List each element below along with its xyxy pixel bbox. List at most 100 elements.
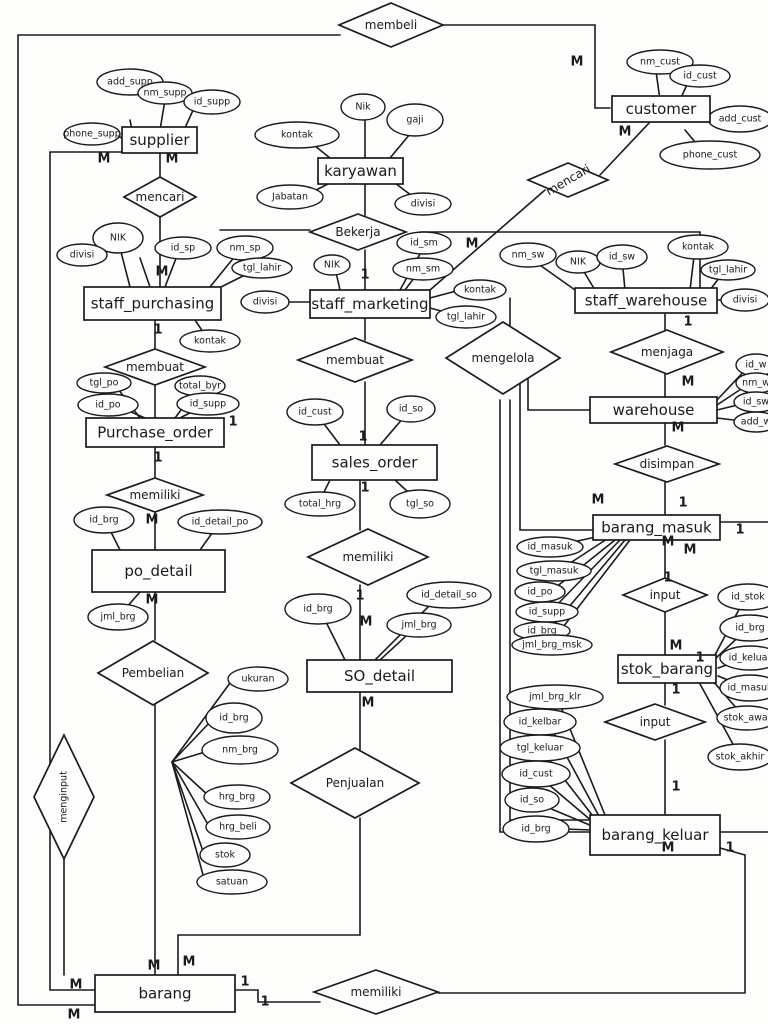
attribute-label: jml_brg: [99, 612, 135, 623]
attribute-label: add_w: [741, 417, 768, 428]
attribute-label: hrg_beli: [219, 822, 257, 833]
cardinality-label: 1: [671, 683, 680, 698]
relationship-label: mencari: [136, 190, 185, 204]
relationship-menjaga[interactable]: menjaga: [608, 329, 726, 375]
entity-sales-order[interactable]: sales_order: [311, 444, 438, 481]
relationship-membuat-po[interactable]: membuat: [102, 348, 208, 386]
entity-barang-masuk[interactable]: barang_masuk: [592, 514, 721, 541]
attribute-stok-barang: id_brg: [719, 614, 768, 642]
connector-line: [49, 151, 96, 991]
attribute-barang: ukuran: [227, 666, 289, 692]
attribute-barang-masuk: id_supp: [515, 601, 579, 623]
entity-warehouse[interactable]: warehouse: [589, 396, 718, 424]
cardinality-label: M: [670, 639, 683, 654]
relationship-input-masuk[interactable]: input: [620, 577, 710, 613]
attribute-po-detail: jml_brg: [87, 603, 149, 631]
cardinality-label: 1: [260, 995, 269, 1010]
relationship-mengelola[interactable]: mengelola: [444, 320, 562, 396]
entity-stok-barang[interactable]: stok_barang: [617, 654, 717, 684]
cardinality-label: 1: [663, 571, 672, 586]
entity-barang[interactable]: barang: [94, 974, 236, 1013]
entity-label: warehouse: [613, 401, 695, 419]
attribute-label: tgl_lahir: [243, 263, 281, 274]
attribute-barang-keluar: jml_brg_klr: [506, 684, 604, 710]
attribute-label: id_sm: [410, 238, 438, 249]
attribute-label: nm_sp: [229, 243, 260, 254]
relationship-memiliki-po[interactable]: memiliki: [104, 477, 206, 513]
attribute-so-detail: id_brg: [284, 593, 352, 625]
attribute-label: nm_sm: [406, 264, 440, 275]
attribute-label: phone_supp: [63, 129, 121, 140]
entity-staff-warehouse[interactable]: staff_warehouse: [574, 287, 718, 314]
entity-barang-keluar[interactable]: barang_keluar: [589, 814, 721, 856]
attribute-label: nm_cust: [640, 57, 680, 68]
attribute-label: add_cust: [719, 114, 762, 125]
relationship-label: menjaga: [641, 345, 693, 359]
attribute-karyawan: gaji: [386, 103, 444, 137]
cardinality-label: M: [672, 421, 685, 436]
connector-line: [171, 761, 206, 858]
relationship-bekerja[interactable]: Bekerja: [307, 213, 409, 251]
entity-label: staff_warehouse: [585, 292, 707, 311]
entity-label: karyawan: [324, 162, 397, 180]
attribute-customer: nm_cust: [626, 49, 694, 75]
attribute-karyawan: kontak: [254, 121, 340, 149]
cardinality-label: M: [662, 841, 675, 856]
attribute-label: id_brg: [521, 824, 550, 835]
attribute-sales-order: id_cust: [286, 398, 344, 426]
attribute-staff-warehouse: divisi: [720, 288, 768, 312]
entity-po-detail[interactable]: po_detail: [91, 549, 226, 593]
attribute-barang-masuk: tgl_masuk: [516, 560, 592, 582]
attribute-label: id_stok: [731, 592, 765, 603]
relationship-memiliki-so[interactable]: memiliki: [305, 528, 431, 586]
entity-purchase-order[interactable]: Purchase_order: [85, 417, 225, 448]
cardinality-label: 1: [153, 451, 162, 466]
entity-staff-purchasing[interactable]: staff_purchasing: [83, 286, 222, 321]
attribute-warehouse: id_sw: [733, 391, 768, 413]
attribute-label: tgl_so: [406, 499, 434, 510]
relationship-label: input: [650, 588, 681, 602]
attribute-staff-warehouse: kontak: [667, 234, 729, 260]
attribute-staff-marketing: nm_sm: [392, 257, 454, 281]
entity-supplier[interactable]: supplier: [121, 126, 198, 154]
attribute-label: id_po: [527, 587, 552, 598]
relationship-membeli[interactable]: membeli: [336, 2, 446, 48]
attribute-karyawan: divisi: [394, 192, 452, 216]
entity-karyawan[interactable]: karyawan: [317, 157, 404, 185]
entity-so-detail[interactable]: SO_detail: [306, 659, 453, 693]
cardinality-label: M: [146, 513, 159, 528]
relationship-disimpan[interactable]: disimpan: [612, 445, 722, 483]
relationship-pembelian[interactable]: Pembelian: [96, 640, 210, 706]
entity-staff-marketing[interactable]: staff_marketing: [309, 289, 431, 319]
attribute-barang-masuk: jml_brg_msk: [511, 634, 593, 656]
relationship-mencari-cust[interactable]: mencari: [525, 162, 611, 199]
entity-boxes: supplier karyawan customer staff_purchasing…: [83, 95, 721, 1013]
attribute-barang: hrg_brg: [203, 784, 271, 810]
connector-line: [177, 817, 361, 976]
entity-label: barang_masuk: [601, 519, 712, 538]
attribute-barang: id_brg: [205, 702, 263, 734]
attribute-label: jml_brg_klr: [528, 692, 581, 703]
relationship-membuat-so[interactable]: membuat: [295, 337, 415, 383]
attribute-label: id_supp: [194, 97, 230, 108]
relationship-mencari-sup[interactable]: mencari: [122, 176, 198, 218]
connector-line: [171, 761, 206, 883]
entity-label: customer: [626, 100, 697, 118]
relationship-input-keluar[interactable]: input: [602, 703, 708, 741]
relationship-memiliki-bottom[interactable]: memiliki: [311, 969, 441, 1015]
attribute-barang-keluar: id_so: [504, 787, 560, 813]
attribute-stok-barang: id_stok: [717, 583, 768, 611]
attribute-label: satuan: [216, 877, 248, 888]
attribute-stok-barang: stok_awal: [716, 705, 768, 731]
connector-line: [171, 719, 213, 763]
cardinality-label: M: [466, 237, 479, 252]
cardinality-label: M: [156, 265, 169, 280]
entity-label: staff_purchasing: [91, 295, 215, 314]
attribute-label: id_masuk: [528, 542, 573, 553]
relationship-penjualan[interactable]: Penjualan: [289, 747, 421, 819]
relationship-menginput[interactable]: menginput: [33, 733, 95, 861]
entity-customer[interactable]: customer: [611, 95, 711, 123]
attribute-stok-barang: id_masuk: [719, 674, 768, 702]
